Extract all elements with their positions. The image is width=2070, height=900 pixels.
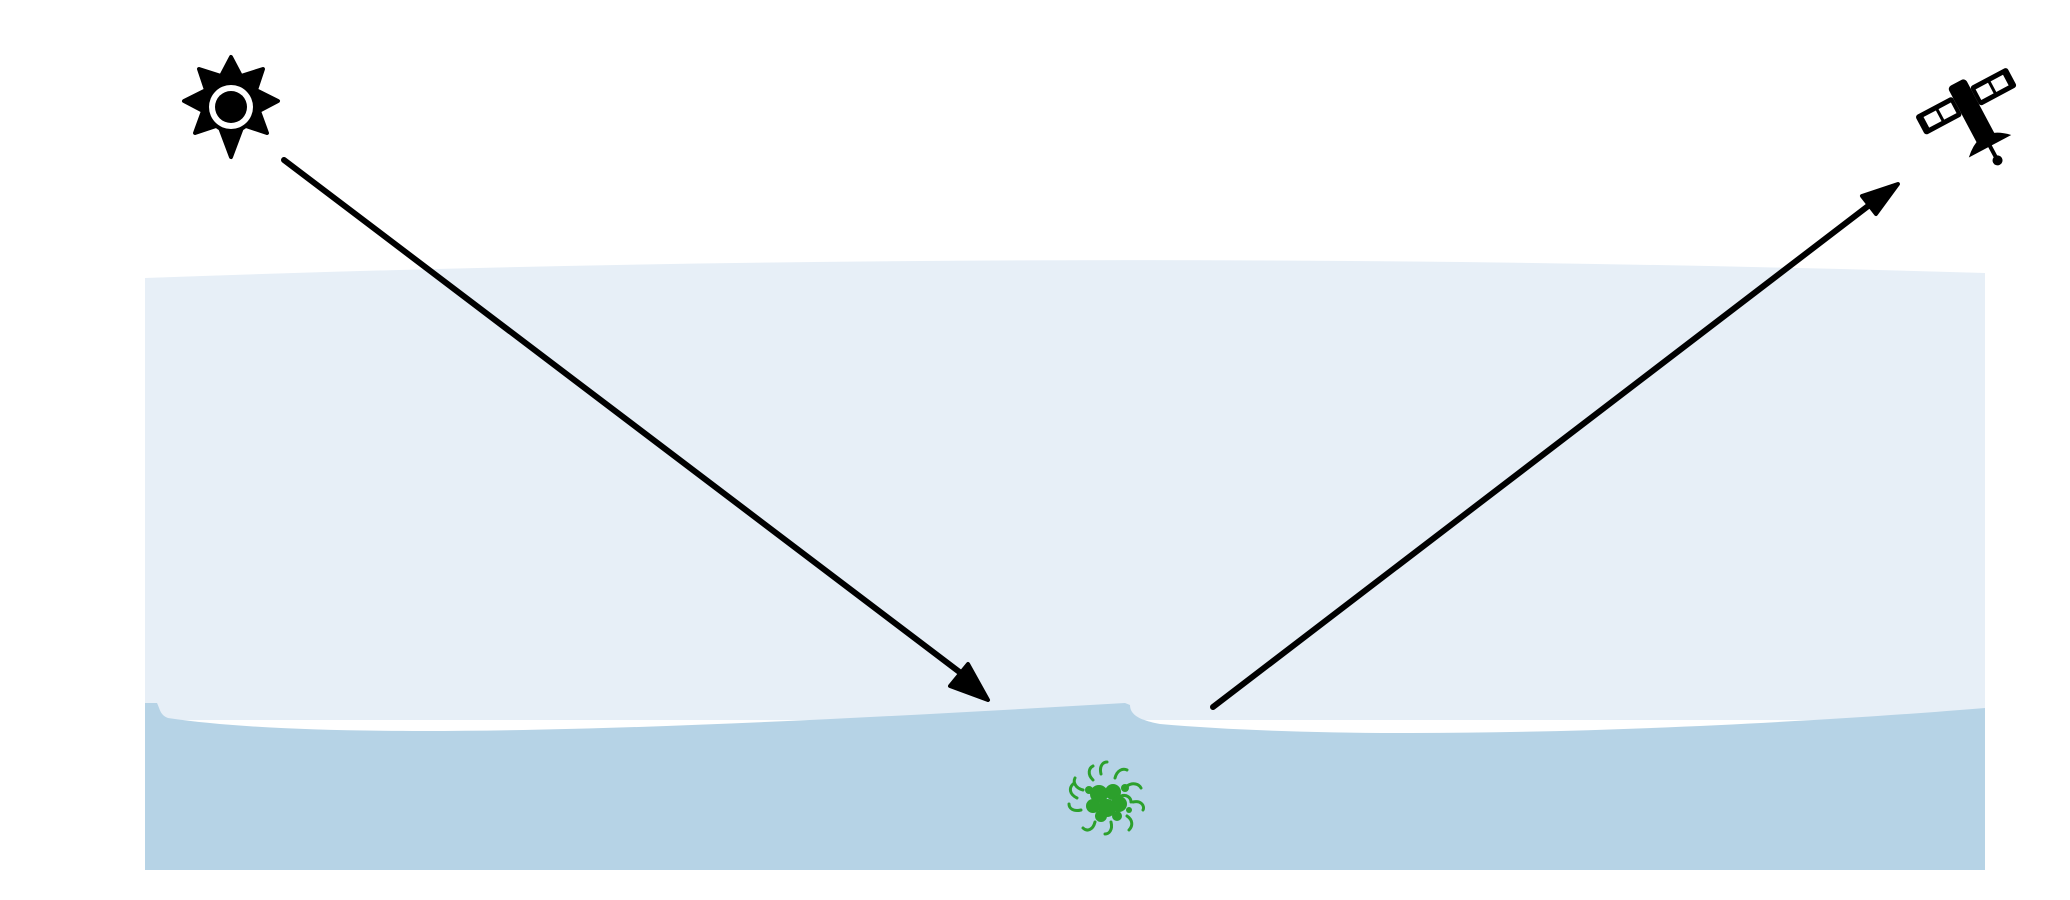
atmosphere-layer — [145, 260, 1985, 720]
water-body — [145, 703, 1985, 870]
incoming-sunlight-arrow — [281, 157, 990, 702]
sun-icon — [182, 55, 280, 159]
reflected-light-arrow — [1210, 182, 1900, 710]
satellite-icon — [1916, 68, 2017, 166]
algae-cluster-icon — [1067, 760, 1145, 836]
